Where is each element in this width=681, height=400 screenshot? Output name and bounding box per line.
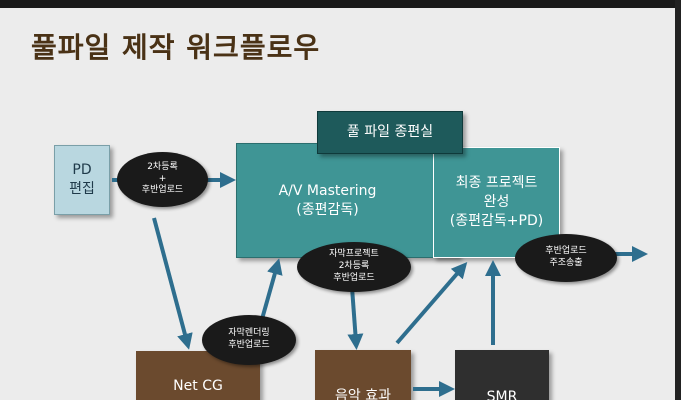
upload-label-pd-line1: 2차등록: [147, 161, 178, 172]
top-bar: [0, 0, 681, 8]
music-effect-label: 음악 효과: [335, 388, 391, 400]
pd-edit-line2: 편집: [69, 181, 95, 197]
full-file-hall-label: 풀 파일 종편실: [346, 124, 434, 141]
upload-label-pd: 2차등록 + 후반업로드: [117, 152, 208, 207]
upload-send-line1: 후반업로드: [545, 246, 587, 257]
subtitle-project-label: 자막프로젝트 2차등록 후반업로드: [297, 242, 411, 292]
subtitle-render-label: 자막렌더링 후반업로드: [202, 315, 296, 365]
av-mastering-line1: A/V Mastering: [278, 182, 377, 199]
smr-box: SMR: [455, 350, 549, 400]
subtitle-project-line2: 2차등록: [338, 261, 370, 272]
final-project-line1: 최종 프로젝트: [455, 175, 538, 192]
slide-title: 풀파일 제작 워크플로우: [31, 31, 321, 64]
subtitle-project-line3: 후반업로드: [333, 272, 375, 283]
arrow-pd-to-netcg: [152, 217, 193, 350]
smr-label: SMR: [486, 389, 518, 400]
music-effect-box: 음악 효과: [315, 350, 411, 400]
subtitle-render-line1: 자막렌더링: [228, 328, 270, 339]
pd-edit-line1: PD: [72, 162, 92, 179]
arrow-music-to-final: [395, 261, 468, 345]
upload-label-pd-line3: 후반업로드: [141, 185, 184, 196]
pd-edit-box: PD 편집: [54, 145, 110, 215]
upload-send-label: 후반업로드 주조송출: [515, 234, 617, 282]
final-project-line3: (종편감독+PD): [449, 212, 544, 229]
av-mastering-box: A/V Mastering (종편감독): [236, 143, 459, 258]
subtitle-render-line2: 후반업로드: [228, 340, 270, 350]
upload-label-pd-line2: +: [158, 173, 167, 184]
subtitle-project-line1: 자막프로젝트: [329, 249, 379, 260]
full-file-hall-box: 풀 파일 종편실: [317, 111, 463, 154]
av-mastering-line2: (종편감독): [296, 201, 359, 218]
final-project-line2: 완성: [483, 194, 510, 211]
upload-send-line2: 주조송출: [549, 258, 583, 268]
net-cg-label: Net CG: [173, 378, 223, 394]
